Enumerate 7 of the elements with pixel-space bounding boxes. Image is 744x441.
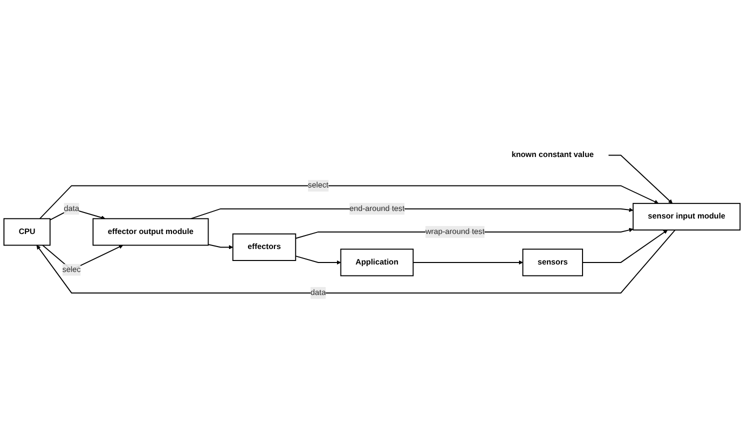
arrow	[36, 230, 676, 294]
arrow	[582, 230, 668, 264]
arrow	[208, 244, 234, 250]
arrow	[608, 154, 673, 204]
arrow	[295, 256, 341, 265]
arrow	[412, 260, 524, 265]
arrow	[50, 208, 106, 221]
